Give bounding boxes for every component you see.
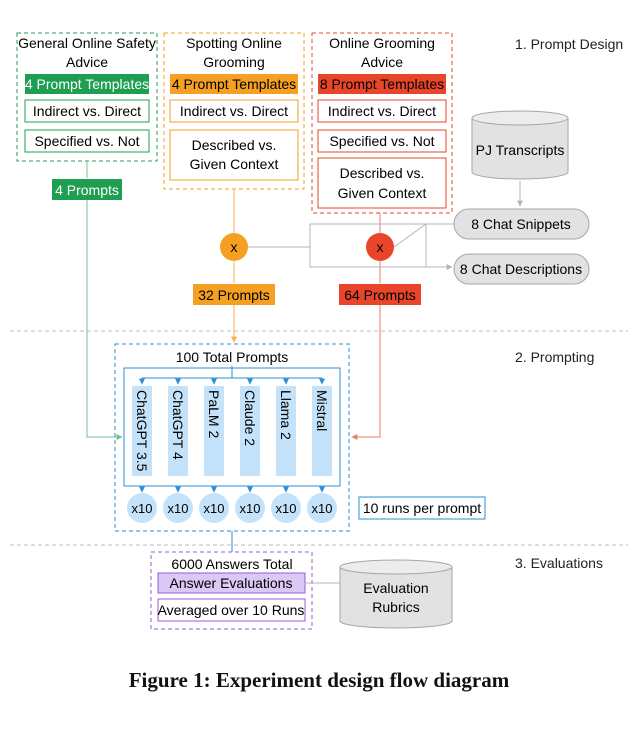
multiply-node-red <box>366 233 394 261</box>
group-advice-title: Advice <box>361 54 403 70</box>
spotting-option-label: Given Context <box>190 156 279 172</box>
multiply-symbol: x <box>377 239 384 255</box>
figure-caption: Figure 1: Experiment design flow diagram <box>128 668 510 692</box>
run-circle <box>271 493 301 523</box>
advice-option-box <box>317 129 447 153</box>
spotting-option-box <box>169 99 299 123</box>
connector-arrow <box>351 305 381 440</box>
general-option-label: Specified vs. Not <box>34 133 139 149</box>
model-label: ChatGPT 4 <box>170 390 186 460</box>
run-label: x10 <box>168 501 189 516</box>
run-label: x10 <box>312 501 333 516</box>
spotting-option-box <box>169 129 299 181</box>
multiply-node-orange <box>220 233 248 261</box>
run-circle <box>307 493 337 523</box>
chat-descriptions-box <box>453 253 590 285</box>
run-label: x10 <box>276 501 297 516</box>
models-layer: ChatGPT 3.5 x10 ChatGPT 4 x10 PaLM 2 x10 Claud… <box>127 378 337 523</box>
advice-option-label: Described vs. <box>340 165 425 181</box>
model-bar <box>312 386 332 476</box>
run-circle <box>163 493 193 523</box>
general-prompts-box <box>52 179 122 200</box>
run-circle <box>199 493 229 523</box>
model-bar <box>240 386 260 476</box>
model-label: PaLM 2 <box>206 390 222 438</box>
run-circle <box>127 493 157 523</box>
model-bar <box>276 386 296 476</box>
multiply-symbol: x <box>231 239 238 255</box>
spotting-prompts-box <box>193 284 275 305</box>
spotting-prompts-label: 32 Prompts <box>198 287 270 303</box>
advice-prompts-box <box>339 284 421 305</box>
advice-option-label: Specified vs. Not <box>329 133 434 149</box>
model-bar <box>132 386 152 476</box>
general-templates-label: 4 Prompt Templates <box>25 76 149 92</box>
advice-option-label: Indirect vs. Direct <box>328 103 436 119</box>
runs-note-box <box>358 496 486 520</box>
run-label: x10 <box>204 501 225 516</box>
spotting-templates-box <box>170 74 298 94</box>
group-advice-frame <box>311 32 453 214</box>
advice-option-box <box>317 157 447 209</box>
runs-note-label: 10 runs per prompt <box>363 500 481 516</box>
connector <box>248 223 454 248</box>
transcripts-label: PJ Transcripts <box>476 142 565 158</box>
group-spotting-title: Grooming <box>203 54 264 70</box>
answer-evaluations-label: Answer Evaluations <box>170 575 293 591</box>
averaged-label: Averaged over 10 Runs <box>158 602 305 618</box>
model-bar <box>168 386 188 476</box>
model-label: Mistral <box>314 390 330 431</box>
spotting-option-label: Indirect vs. Direct <box>180 103 288 119</box>
section-label-prompting: 2. Prompting <box>515 349 594 365</box>
rubrics-label: Rubrics <box>372 599 419 615</box>
group-spotting-title: Spotting Online <box>186 35 282 51</box>
model-bar <box>204 386 224 476</box>
group-general-title: General Online Safety <box>18 35 156 51</box>
models-frame <box>123 367 341 487</box>
answers-total-label: 6000 Answers Total <box>171 556 292 572</box>
rubrics-database-icon <box>339 559 453 629</box>
section-label-prompt-design: 1. Prompt Design <box>515 36 623 52</box>
spotting-option-label: Described vs. <box>192 137 277 153</box>
advice-option-label: Given Context <box>338 185 427 201</box>
model-label: Claude 2 <box>242 390 258 446</box>
group-advice-title: Online Grooming <box>329 35 435 51</box>
connector <box>309 247 426 268</box>
run-label: x10 <box>240 501 261 516</box>
model-label: Llama 2 <box>278 390 294 440</box>
total-prompts-label: 100 Total Prompts <box>176 349 289 365</box>
general-prompts-label: 4 Prompts <box>55 182 119 198</box>
averaged-box <box>157 598 306 622</box>
advice-templates-label: 8 Prompt Templates <box>320 76 444 92</box>
general-option-label: Indirect vs. Direct <box>33 103 141 119</box>
transcripts-database-icon <box>471 110 569 180</box>
advice-prompts-label: 64 Prompts <box>344 287 416 303</box>
chat-descriptions-label: 8 Chat Descriptions <box>460 261 582 277</box>
general-option-box <box>24 129 150 153</box>
connector-arrow <box>86 200 123 440</box>
run-circle <box>235 493 265 523</box>
section-label-evaluations: 3. Evaluations <box>515 555 603 571</box>
evaluation-frame <box>150 551 313 630</box>
spotting-templates-label: 4 Prompt Templates <box>172 76 296 92</box>
general-option-box <box>24 99 150 123</box>
advice-templates-box <box>318 74 446 94</box>
chat-snippets-label: 8 Chat Snippets <box>471 216 571 232</box>
connector <box>393 223 454 248</box>
rubrics-label: Evaluation <box>363 580 428 596</box>
model-label: ChatGPT 3.5 <box>134 390 150 472</box>
group-general-title: Advice <box>66 54 108 70</box>
advice-option-box <box>317 99 447 123</box>
general-templates-box <box>25 74 149 94</box>
run-label: x10 <box>132 501 153 516</box>
